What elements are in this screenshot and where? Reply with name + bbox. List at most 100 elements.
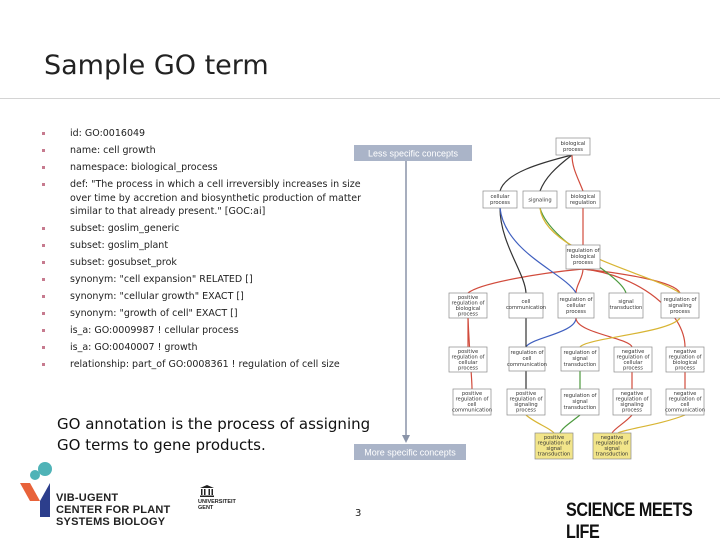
- node-positive-regulation-of-biological-process: [448, 292, 488, 319]
- node-label: regulation of: [564, 350, 597, 356]
- node-label: transduction: [564, 405, 597, 411]
- science-meets-life-tagline: SCIENCE MEETS LIFE: [566, 500, 693, 543]
- node-label: regulation: [570, 200, 596, 206]
- node-positive-regulation-of-cell-communication: [452, 388, 492, 416]
- node-label: regulation of: [538, 441, 571, 447]
- bullet-text: synonym: "growth of cell" EXACT []: [70, 308, 238, 319]
- bullet-marker: [42, 312, 45, 315]
- node-label: regulation of: [564, 393, 597, 399]
- edge: [582, 268, 686, 348]
- node-label: signaling: [514, 402, 537, 408]
- vib-logo-mark: [20, 462, 52, 517]
- edge: [539, 154, 573, 192]
- node-label: signal: [546, 446, 561, 452]
- go-hierarchy-diagram: Less specific concepts More specific con…: [354, 137, 705, 460]
- bullet-item: synonym: "cell expansion" RELATED []: [42, 273, 377, 287]
- node-label: signal: [618, 299, 633, 305]
- less-specific-label: Less specific concepts: [368, 149, 459, 159]
- node-label: transduction: [538, 452, 571, 458]
- node-negative-regulation-of-cell-communication: [665, 388, 705, 416]
- node-positive-regulation-of-cellular-process: [448, 346, 488, 373]
- bullet-text: GO:0016049: [84, 128, 146, 139]
- node-label: transduction: [564, 362, 597, 368]
- node-label: regulation of: [452, 355, 485, 361]
- node-label: cellular: [624, 360, 644, 366]
- node-regulation-of-signaling-process: [660, 292, 700, 319]
- bullet-marker: [42, 295, 45, 298]
- node-label: biological: [561, 141, 586, 147]
- node-label: process: [516, 408, 536, 414]
- edge: [611, 414, 633, 434]
- bullet-item: synonym: "cellular growth" EXACT []: [42, 290, 377, 304]
- node-label: regulation of: [669, 355, 702, 361]
- title-divider: [0, 98, 720, 99]
- node-label: signal: [572, 356, 587, 362]
- node-label: biological: [456, 306, 481, 312]
- bullet-item: def: "The process in which a cell irreve…: [42, 178, 377, 219]
- vib-logo-line: SYSTEMS BIOLOGY: [56, 516, 166, 528]
- node-label: cellular: [567, 303, 587, 309]
- edge: [525, 414, 555, 434]
- node-label: signal: [604, 446, 619, 452]
- node-label: regulation of: [664, 297, 697, 303]
- node-label: process: [670, 309, 690, 315]
- node-cellular-process: [482, 190, 518, 209]
- node-label: process: [622, 408, 642, 414]
- node-label: communication: [665, 408, 705, 414]
- node-label: cell: [468, 402, 477, 408]
- node-regulation-of-biological-process: [565, 244, 601, 270]
- bullet-marker: [42, 278, 45, 281]
- vib-logo-line: CENTER FOR PLANT: [56, 504, 171, 516]
- edge: [617, 414, 686, 434]
- node-label: regulation of: [617, 355, 650, 361]
- node-regulation-of-signal-transduction-mid: [560, 346, 600, 372]
- ugent-building-icon: [200, 485, 214, 497]
- node-label: regulation of: [669, 397, 702, 403]
- node-negative-regulation-of-signal-transduction: [592, 432, 632, 460]
- bullet-label: id:: [70, 128, 85, 139]
- node-label: negative: [622, 349, 645, 355]
- bullet-item: namespace: biological_process: [42, 161, 377, 175]
- less-specific-label-box: [354, 145, 472, 161]
- bullet-marker: [42, 166, 45, 169]
- node-label: cell: [681, 402, 690, 408]
- more-specific-label-box: [354, 444, 466, 460]
- ugent-logo-text: UNIVERSITEIT GENT: [198, 499, 236, 511]
- specificity-arrow-head: [402, 435, 410, 443]
- node-label: signaling: [528, 198, 551, 204]
- node-label: biological: [673, 360, 698, 366]
- page-number: 3: [355, 508, 362, 519]
- node-label: process: [458, 312, 478, 318]
- edge: [499, 207, 527, 294]
- bullet-item: subset: goslim_plant: [42, 239, 377, 253]
- node-label: communication: [507, 362, 547, 368]
- bullet-text: synonym: "cell expansion" RELATED []: [70, 274, 253, 285]
- bullet-item: name: cell growth: [42, 144, 377, 158]
- node-label: transduction: [596, 452, 629, 458]
- node-label: negative: [674, 391, 697, 397]
- bullet-text: name: cell growth: [70, 145, 156, 156]
- ugent-logo-line: UNIVERSITEIT: [198, 499, 236, 505]
- node-biological-regulation: [565, 190, 601, 209]
- edge: [499, 207, 577, 294]
- node-label: cellular: [491, 194, 511, 200]
- node-label: cell: [523, 356, 532, 362]
- node-label: process: [490, 200, 510, 206]
- node-label: regulation of: [567, 248, 600, 254]
- slide-title: Sample GO term: [44, 50, 269, 81]
- bullet-marker: [42, 227, 45, 230]
- node-regulation-of-cell-communication: [508, 346, 546, 372]
- node-label: regulation of: [452, 301, 485, 307]
- edge: [559, 414, 581, 434]
- node-label: communication: [452, 408, 492, 414]
- vib-ugent-logo: VIB-UGENT CENTER FOR PLANT SYSTEMS BIOLO…: [16, 461, 206, 528]
- node-label: positive: [544, 435, 564, 441]
- node-label: regulation of: [616, 397, 649, 403]
- bullet-text: def: "The process in which a cell irreve…: [70, 179, 362, 217]
- bullet-marker: [42, 183, 45, 186]
- node-label: process: [563, 147, 583, 153]
- node-label: process: [566, 309, 586, 315]
- node-label: biological: [571, 254, 596, 260]
- node-biological-process: [555, 137, 591, 156]
- node-label: negative: [621, 391, 644, 397]
